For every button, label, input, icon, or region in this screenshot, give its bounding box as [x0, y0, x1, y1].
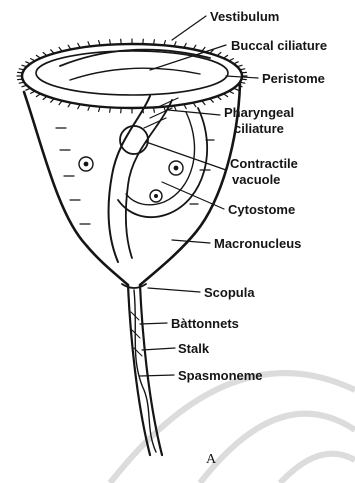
- leader-cytostome: [162, 182, 224, 209]
- leader-pharyngeal: [168, 110, 220, 115]
- label-contractile-line1: Contractile: [230, 156, 298, 171]
- label-spasmoneme: Spasmoneme: [178, 368, 263, 383]
- label-contractile-line2: vacuole: [232, 172, 280, 187]
- peristome-inner: [36, 51, 228, 95]
- food-vacuole-dot-2: [174, 166, 179, 171]
- leader-contractile: [146, 142, 226, 170]
- watermark-arc-2: [200, 414, 355, 483]
- infundibulum-inner: [126, 100, 172, 258]
- buccal-groove: [70, 68, 200, 80]
- label-stalk: Stalk: [178, 341, 209, 356]
- leader-stalk: [142, 348, 175, 350]
- peristome-outer: [22, 44, 242, 108]
- label-vestibulum: Vestibulum: [210, 9, 279, 24]
- label-buccal-ciliature: Buccal ciliature: [231, 38, 327, 53]
- cilium: [143, 39, 144, 44]
- food-vacuole-centers: [84, 162, 179, 198]
- label-peristome: Peristome: [262, 71, 325, 86]
- cilium: [18, 79, 23, 80]
- watermark-arc-3: [280, 454, 355, 483]
- pharyngeal-ciliature-lines: [144, 98, 178, 128]
- spasmoneme-thread: [134, 290, 156, 452]
- peristome-rim: [22, 44, 242, 108]
- cilium: [121, 108, 122, 113]
- leader-macronucleus: [172, 240, 210, 243]
- cilium: [242, 79, 247, 80]
- label-scopula: Scopula: [204, 285, 255, 300]
- watermark-arc-1: [110, 373, 355, 483]
- cilium: [242, 72, 247, 73]
- label-pharyngeal-line2: ciliature: [234, 121, 284, 136]
- food-vacuole-dot-3: [154, 194, 158, 198]
- cilium: [18, 72, 23, 73]
- label-macronucleus: Macronucleus: [214, 236, 301, 251]
- leader-scopula: [148, 288, 200, 292]
- leader-vestibulum: [172, 16, 206, 40]
- cilium: [121, 39, 122, 44]
- label-battonnets: Bàttonnets: [171, 316, 239, 331]
- figure-letter: A: [206, 452, 216, 467]
- label-pharyngeal-line1: Pharyngeal: [224, 105, 294, 120]
- body-striations: [56, 128, 214, 224]
- leader-battonnets: [140, 323, 167, 324]
- food-vacuoles: [79, 157, 183, 202]
- watermark-arcs: [110, 373, 355, 483]
- leader-spasmoneme: [140, 375, 174, 376]
- food-vacuole-dot-1: [84, 162, 89, 167]
- label-cytostome: Cytostome: [228, 202, 295, 217]
